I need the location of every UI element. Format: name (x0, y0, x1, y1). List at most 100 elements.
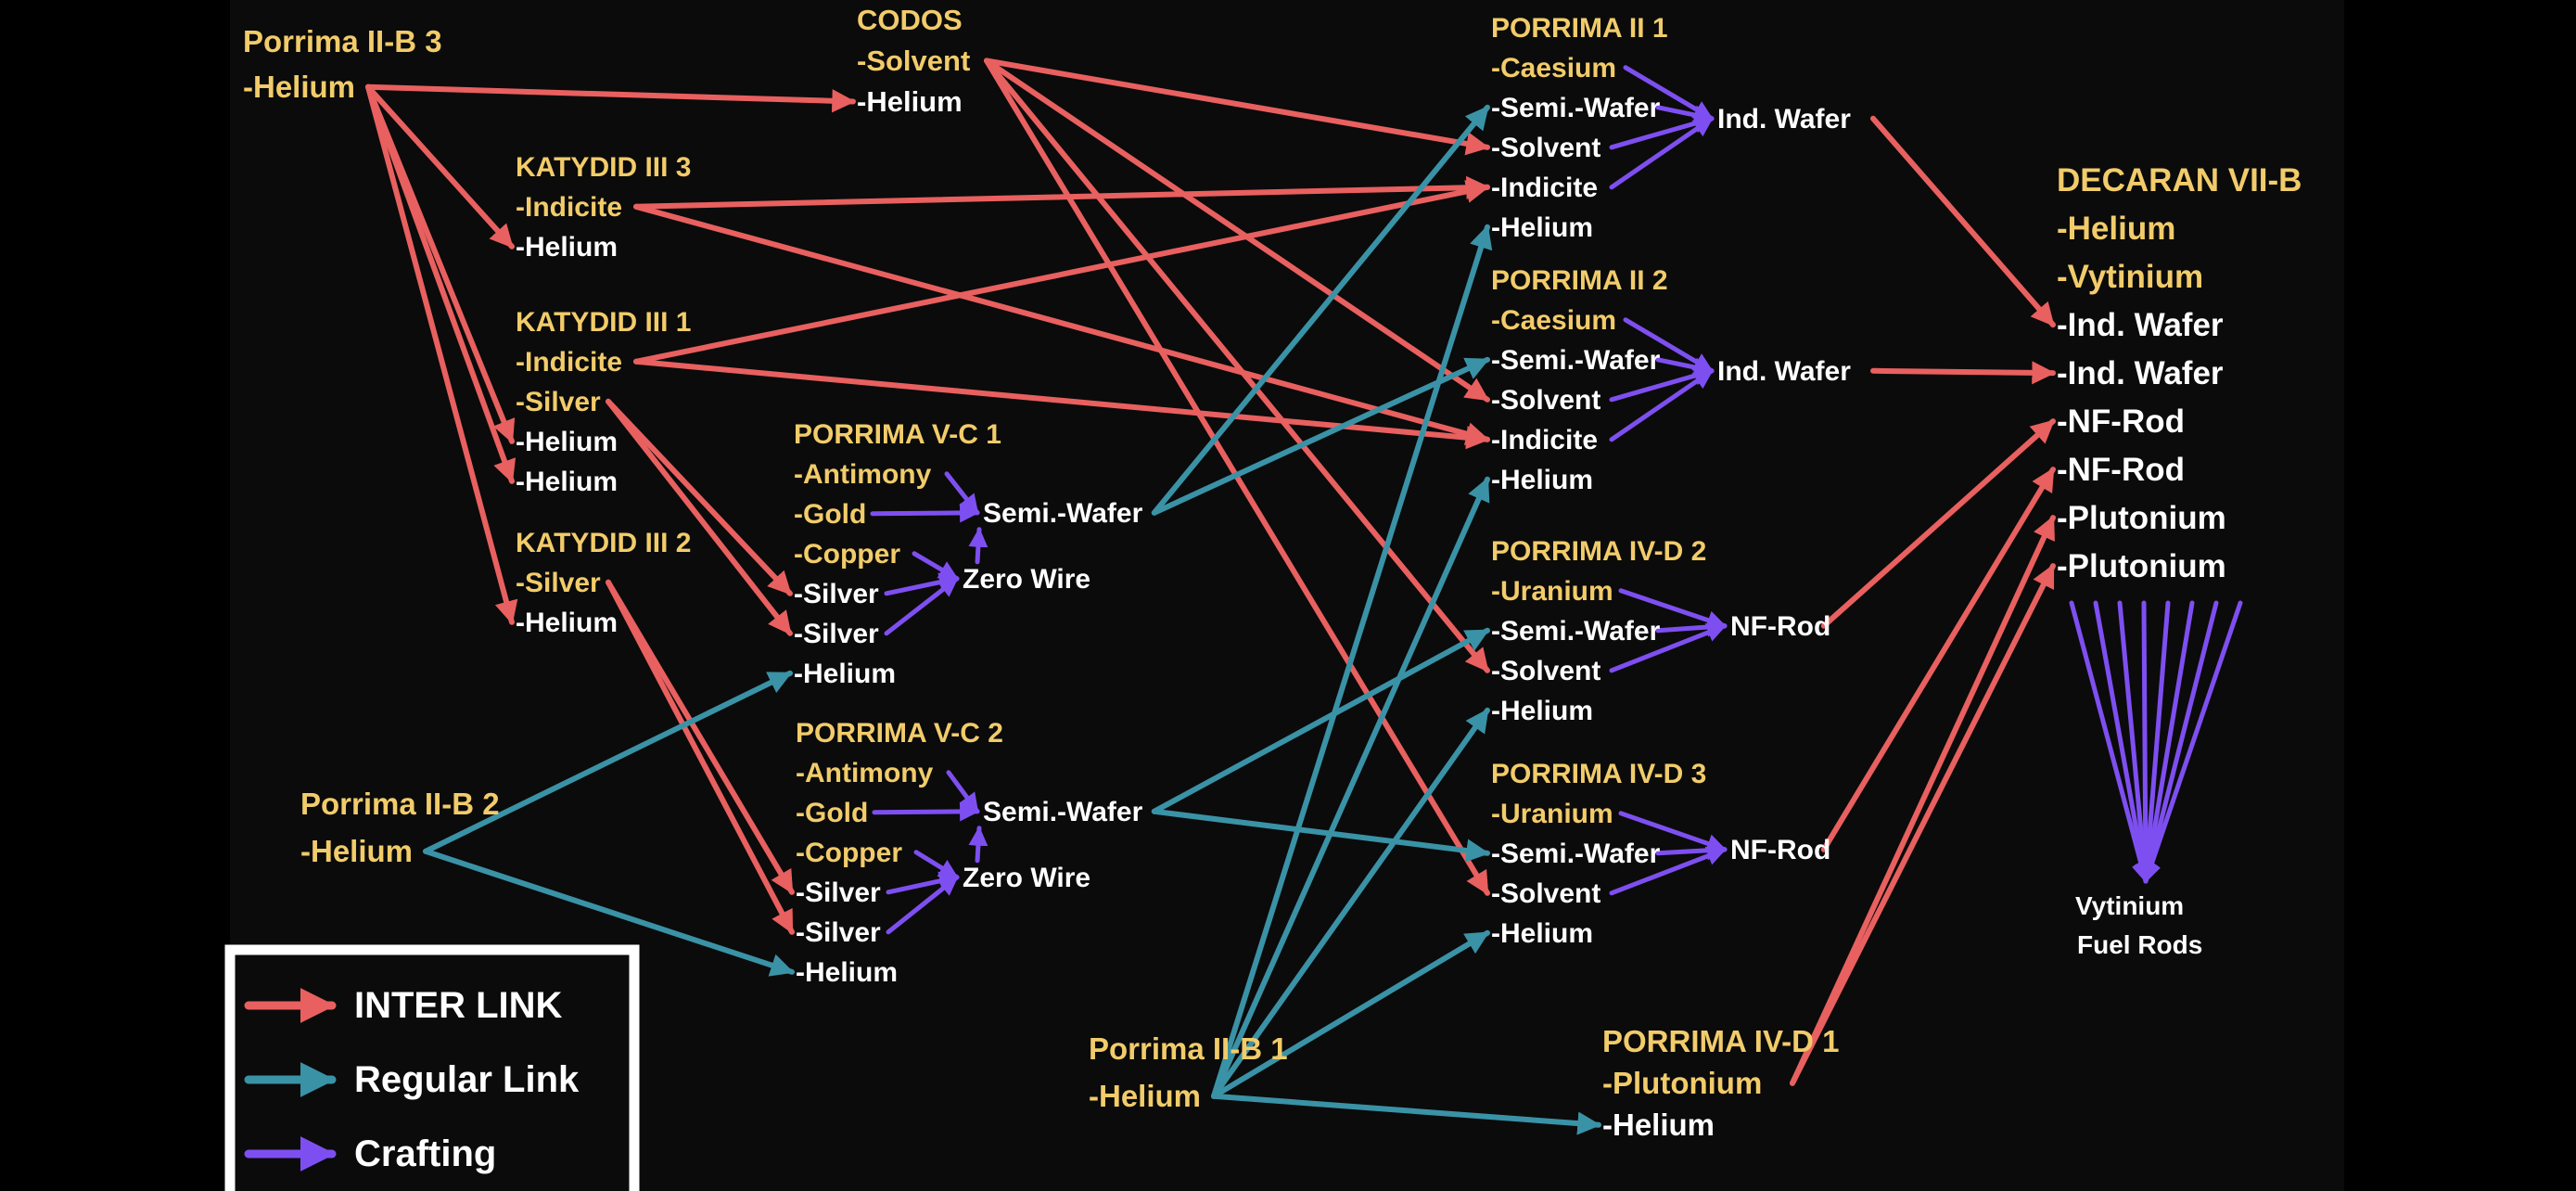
crafting-link (1609, 622, 1728, 673)
node-item: -NF-Rod (2057, 452, 2185, 488)
inter-link (633, 358, 1490, 450)
node-b3: Porrima II-B 3 -Helium (243, 24, 442, 104)
node-item: -Semi.-Wafer (1491, 839, 1661, 869)
node-item: -Solvent (1491, 656, 1600, 686)
crafting-link (944, 471, 980, 516)
crafting-link (2138, 600, 2195, 884)
node-item: -Uranium (1491, 799, 1613, 829)
node-item: -Helium (243, 70, 355, 104)
legend-label: INTER LINK (354, 985, 563, 1026)
node-item: -Indicite (516, 192, 622, 223)
node-item: -Helium (794, 659, 896, 689)
node-item: -Indicite (516, 347, 622, 378)
product-sw2: Semi.-Wafer (983, 797, 1143, 827)
product-label: NF-Rod (1730, 611, 1830, 642)
label-layer: Porrima II-B 3-HeliumCODOS-Solvent-Heliu… (243, 4, 2302, 1142)
node-title: PORRIMA II 2 (1491, 265, 1668, 296)
node-item: -Indicite (1491, 173, 1598, 203)
node-item: -NF-Rod (2057, 403, 2185, 440)
crafting-link (1609, 368, 1715, 442)
product-label: Ind. Wafer (1717, 104, 1851, 134)
node-title: PORRIMA IV-D 2 (1491, 536, 1706, 567)
inter-link (365, 83, 516, 484)
inter-link (606, 579, 795, 935)
inter-link (365, 83, 515, 250)
product-iw2: Ind. Wafer (1717, 356, 1851, 387)
node-item: -Helium (796, 957, 898, 988)
node-item: -Helium (1491, 696, 1593, 726)
node-item: -Helium (516, 232, 618, 263)
node-b1: Porrima II-B 1-Helium (1089, 1031, 1288, 1113)
product-zw1: Zero Wire (963, 564, 1090, 595)
product-nf2: NF-Rod (1730, 835, 1830, 865)
inter-link (984, 58, 1490, 403)
node-item: -Caesium (1491, 53, 1616, 83)
product-label: Semi.-Wafer (983, 498, 1143, 529)
node-k33: KATYDID III 3-Indicite-Helium (516, 152, 691, 263)
crafting-link (1609, 846, 1728, 896)
product-label: Ind. Wafer (1717, 356, 1851, 387)
product-zw2: Zero Wire (963, 863, 1090, 893)
node-title: PORRIMA V-C 2 (796, 718, 1003, 749)
regular-link (1211, 476, 1490, 1099)
crafting-link (886, 875, 960, 935)
crafting-link (968, 826, 988, 864)
crafting-link (2093, 600, 2152, 884)
crafting-link (2069, 600, 2151, 884)
node-item: -Silver (796, 877, 881, 908)
node-item: -Helium (1491, 918, 1593, 949)
node-item: -Solvent (1491, 878, 1600, 909)
inter-link (1870, 115, 2056, 328)
node-title: Porrima II-B 2 (300, 787, 500, 821)
product-sw1: Semi.-Wafer (983, 498, 1143, 529)
node-title: PORRIMA IV-D 1 (1602, 1024, 1839, 1058)
node-item: -Helium (1491, 212, 1593, 243)
regular-link (1151, 104, 1490, 516)
inter-link (1870, 361, 2056, 385)
node-item: -Solvent (857, 45, 970, 77)
product-label: Zero Wire (963, 863, 1090, 893)
node-title: KATYDID III 1 (516, 307, 691, 338)
link-layer (365, 58, 2243, 1135)
node-item: -Copper (794, 539, 900, 570)
legend-frame (224, 944, 640, 1191)
node-k31: KATYDID III 1-Indicite-Silver-Helium-Hel… (516, 307, 691, 497)
node-item: -Ind. Wafer (2057, 307, 2224, 343)
crafting-link (2137, 600, 2171, 884)
inter-link (606, 579, 795, 895)
product-label: Zero Wire (963, 564, 1090, 595)
inter-link (365, 83, 518, 625)
node-d43: PORRIMA IV-D 3-Uranium-Semi.-Wafer-Solve… (1491, 759, 1706, 949)
inter-link (633, 203, 1490, 445)
node-p21: PORRIMA II 1-Caesium-Semi.-Wafer-Solvent… (1491, 13, 1668, 243)
node-item: -Helium (516, 467, 618, 497)
regular-link (1151, 627, 1490, 814)
node-item: -Copper (796, 838, 902, 868)
node-item: -Helium (300, 834, 413, 868)
node-item: -Helium (1089, 1079, 1201, 1113)
product-iw1: Ind. Wafer (1717, 104, 1851, 134)
regular-link (1211, 929, 1490, 1099)
node-item: -Silver (796, 917, 881, 948)
inter-link (365, 83, 856, 113)
node-b2: Porrima II-B 2 -Helium (300, 787, 500, 868)
node-item: -Vytinium (2057, 259, 2203, 295)
node-title: PORRIMA II 1 (1491, 13, 1668, 44)
node-item: -Semi.-Wafer (1491, 345, 1661, 376)
inter-link (606, 398, 793, 636)
product-nf1: NF-Rod (1730, 611, 1830, 642)
node-title: PORRIMA V-C 1 (794, 419, 1001, 450)
node-k32: KATYDID III 2-Silver-Helium (516, 528, 691, 638)
inter-link (984, 58, 1490, 156)
regular-link (1211, 1093, 1601, 1135)
node-title: Porrima II-B 3 (243, 24, 442, 58)
product-label: NF-Rod (1730, 835, 1830, 865)
crafting-link (968, 527, 988, 565)
legend-label: Regular Link (354, 1059, 580, 1100)
node-dec: DECARAN VII-B-Helium-Vytinium-Ind. Wafer… (2057, 162, 2302, 584)
node-item: -Antimony (796, 758, 934, 788)
node-title: KATYDID III 2 (516, 528, 691, 558)
node-item: -Silver (794, 619, 879, 649)
